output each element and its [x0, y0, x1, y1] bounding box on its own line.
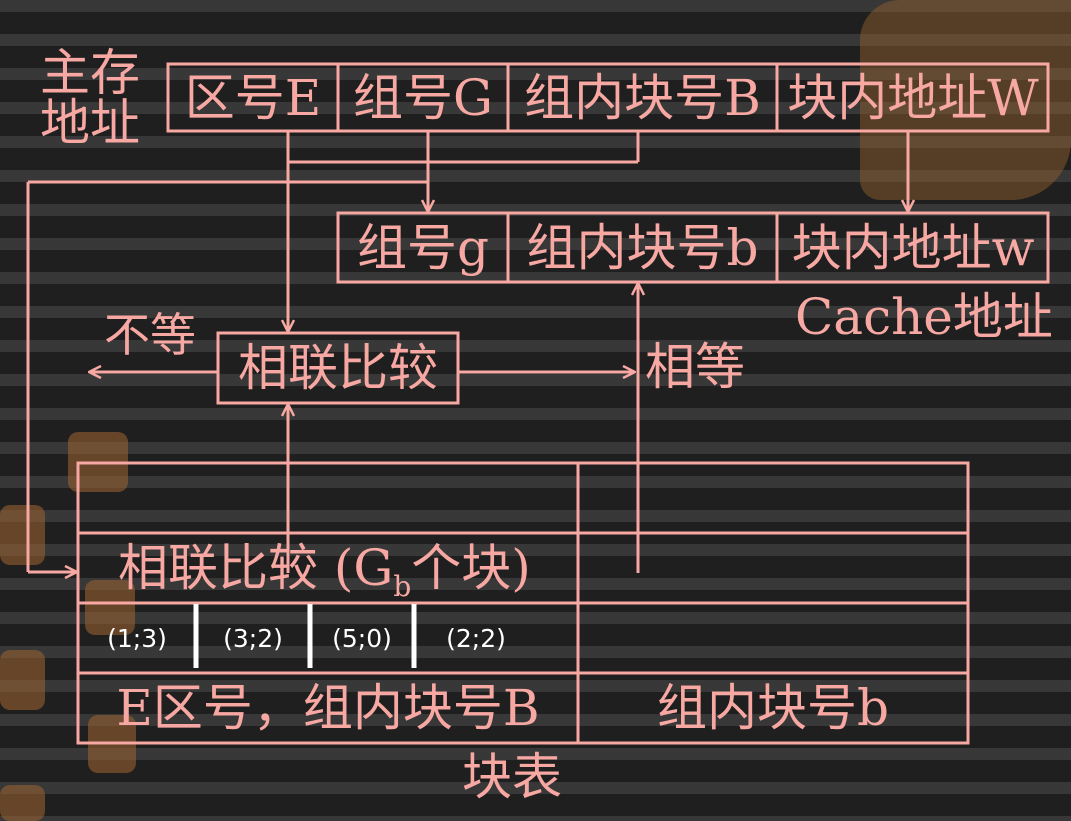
table-left-footer: E区号，组内块号B: [116, 679, 540, 737]
equal-label: 相等: [645, 338, 745, 396]
main-memory-label-line2: 地址: [40, 94, 140, 152]
field-group-G: 组号G: [353, 68, 493, 127]
field-zone-E: 区号E: [184, 68, 322, 127]
block-table-caption: 块表: [462, 748, 562, 806]
watermark-seal: [0, 650, 45, 710]
field-block-B: 组内块号B: [524, 68, 761, 127]
watermark-seal-large: [860, 0, 1071, 200]
cache-field-offset-w: 块内地址w: [791, 218, 1035, 277]
table-compare-label: 相联比较 (Gb个块): [118, 539, 531, 603]
table-entry: (1;3): [107, 623, 167, 653]
table-entry: (3;2): [223, 623, 283, 653]
compare-box: [216, 331, 460, 405]
table-right-footer: 组内块号b: [656, 679, 889, 737]
table-entry: (5;0): [332, 623, 392, 653]
cache-field-block-b: 组内块号b: [526, 218, 759, 277]
not-equal-label: 不等: [104, 308, 196, 362]
compare-label: 相联比较: [238, 339, 438, 397]
main-memory-label-line1: 主存: [40, 44, 140, 102]
cache-address-box: [336, 211, 1050, 284]
field-offset-W: 块内地址W: [787, 68, 1039, 127]
main-memory-address-box: [166, 62, 1050, 133]
cache-address-label: Cache地址: [795, 288, 1053, 346]
table-entry: (2;2): [446, 623, 506, 653]
watermark-seal: [0, 785, 45, 821]
watermark-seal: [85, 580, 135, 635]
cache-field-group-g: 组号g: [356, 218, 489, 277]
watermark-seal: [0, 505, 45, 565]
